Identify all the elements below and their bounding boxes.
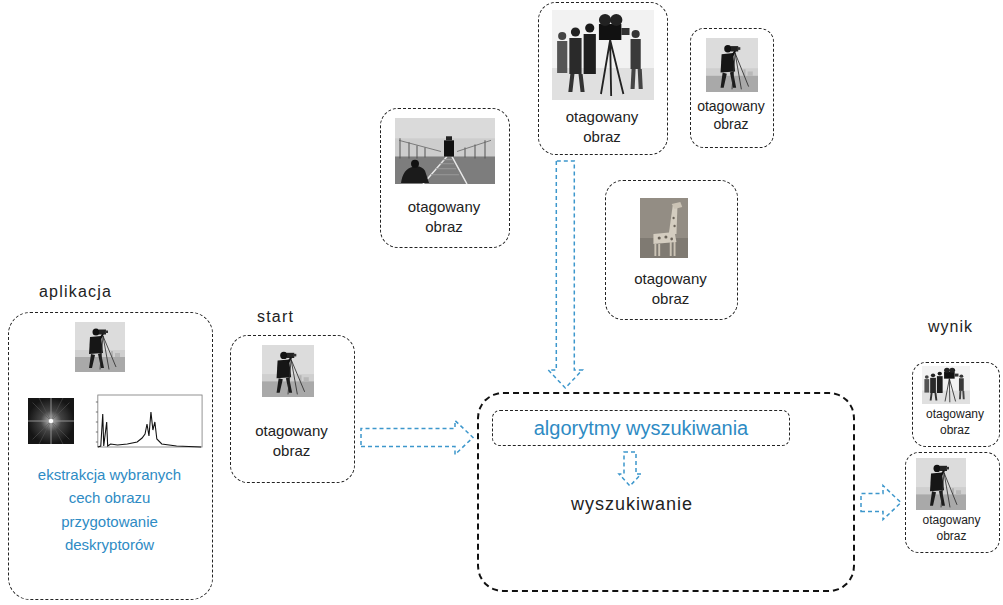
cameraman-photo — [916, 458, 966, 510]
flow-arrow — [548, 161, 582, 388]
cameraman-photo — [75, 322, 125, 372]
train-photo — [395, 118, 495, 184]
fourier-spectrum — [28, 398, 74, 444]
tagged-image-box: otagowany obraz — [538, 2, 668, 155]
algorithm-label: algorytmy wyszukiwania — [503, 416, 779, 440]
result-image-box: otagowany obraz — [905, 452, 1000, 553]
inner-flow-arrow — [619, 452, 641, 486]
cameraman-photo — [706, 38, 758, 92]
film-crew-photo — [552, 10, 654, 100]
film-crew-photo — [922, 366, 970, 404]
image-caption: ekstrakcja wybranych cech obrazu przygot… — [25, 463, 195, 556]
algorithm-box: algorytmy wyszukiwania — [492, 410, 790, 446]
start-image-box: startotagowany obraz — [230, 335, 355, 483]
image-caption: otagowany obraz — [623, 269, 719, 308]
tagged-image-box: otagowany obraz — [605, 180, 738, 320]
image-caption: otagowany obraz — [244, 421, 340, 460]
tagged-image-box: otagowany obraz — [380, 108, 510, 248]
histogram-plot — [88, 392, 206, 454]
flow-arrow — [861, 486, 901, 520]
image-caption: otagowany obraz — [396, 197, 492, 236]
photo-thumbnails — [28, 10, 970, 510]
box-heading: start — [257, 308, 294, 326]
tagged-image-box: otagowany obraz — [690, 28, 774, 148]
image-caption: otagowany obraz — [915, 407, 995, 438]
search-box: wyszukiwanie algorytmy wyszukiwania — [477, 392, 855, 592]
flow-arrow — [361, 421, 473, 455]
process-label: wyszukiwanie — [571, 494, 693, 515]
application-box: aplikacjaekstrakcja wybranych cech obraz… — [8, 312, 213, 600]
cameraman-photo — [262, 345, 314, 397]
image-caption: otagowany obraz — [693, 97, 769, 133]
result-image-box: otagowany obraz — [912, 362, 1000, 447]
image-caption: otagowany obraz — [911, 513, 993, 544]
giraffe-photo — [640, 198, 688, 258]
image-caption: otagowany obraz — [554, 107, 650, 146]
box-heading: aplikacja — [39, 283, 112, 301]
result-heading: wynik — [928, 318, 973, 336]
